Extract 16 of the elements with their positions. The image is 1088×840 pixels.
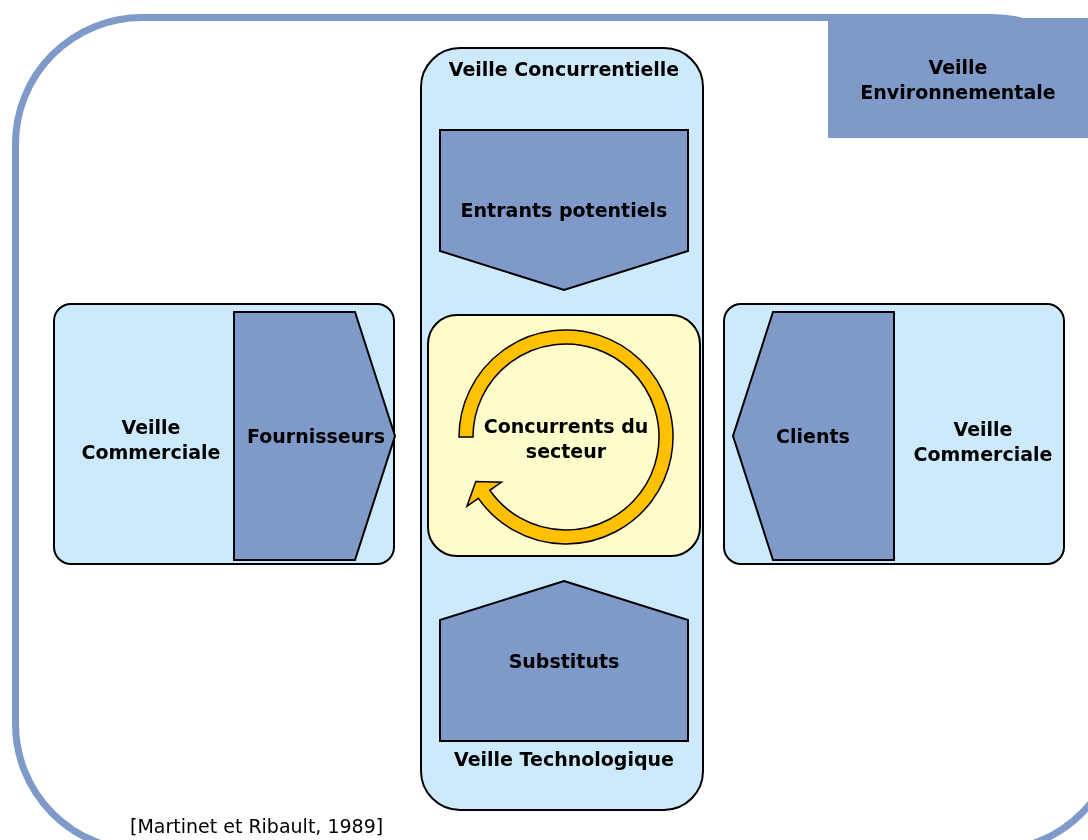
shape-label: Concurrents du secteur (482, 414, 650, 464)
frame (12, 14, 1088, 840)
rounded-panel (53, 303, 395, 565)
panel-title: Veille Technologique (453, 747, 675, 772)
panel-title: Veille Commerciale (912, 417, 1054, 467)
rounded-panel (420, 47, 704, 811)
panel-title: Veille Commerciale (80, 415, 222, 465)
shape-label: Fournisseurs (246, 424, 386, 449)
shape-label: Entrants potentiels (459, 198, 669, 223)
rounded-panel (427, 314, 701, 557)
shape-label: Substituts (507, 649, 621, 674)
heading-box: Veille Environnementale (828, 18, 1088, 138)
shape-label: Clients (775, 424, 851, 449)
citation: [Martinet et Ribault, 1989] (130, 814, 384, 838)
rounded-panel (723, 303, 1065, 565)
panel-title: Veille Concurrentielle (447, 57, 681, 82)
